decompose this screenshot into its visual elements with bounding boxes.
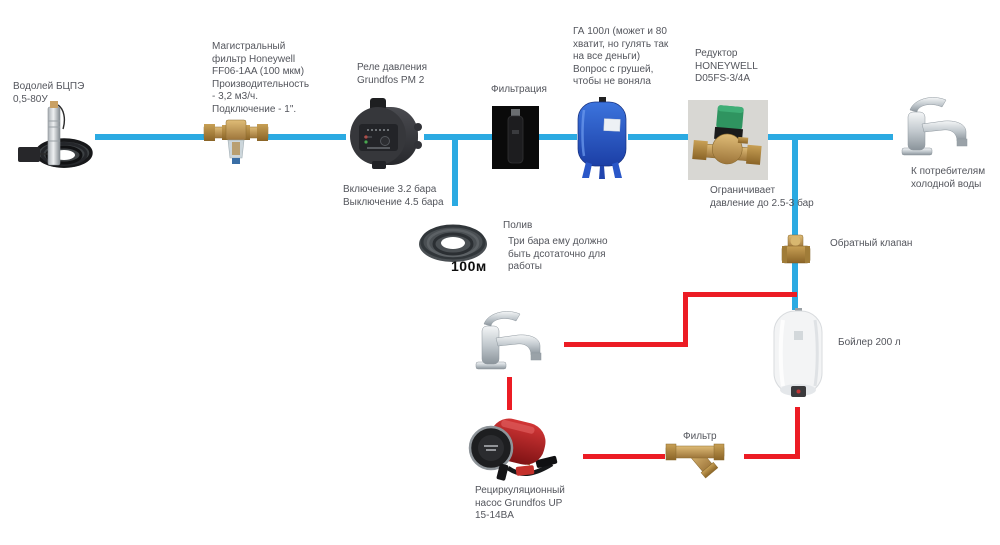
hot-filter-label: Фильтр: [683, 431, 717, 442]
filtration-unit-icon: [492, 106, 539, 169]
cold-pipe-irrigation-branch: [452, 134, 458, 206]
cold-pipe-main-3: [424, 134, 494, 140]
reducer-note: Ограничивает давление до 2.5-3 бар: [710, 185, 814, 209]
accumulator-tank-icon: [577, 97, 627, 179]
cold-pipe-to-check-valve: [792, 137, 798, 236]
well-pump-label: Водолей БЦПЭ 0,5-80У: [13, 81, 85, 105]
cold-pipe-main-5: [628, 134, 690, 140]
check-valve-icon: [781, 234, 811, 264]
main-filter-icon: [203, 119, 269, 164]
check-valve-label: Обратный клапан: [830, 238, 913, 249]
main-filter-label: Магистральный фильтр Honeywell FF06-1AA …: [212, 41, 310, 115]
hose-coil-icon: [419, 224, 487, 262]
pressure-relay-icon: [350, 98, 422, 169]
irrigation-note: Три бара ему должно быть дсотаточно для …: [508, 236, 608, 272]
pressure-relay-label: Реле давления Grundfos PM 2: [357, 62, 428, 86]
cold-pipe-main-4: [537, 134, 577, 140]
hot-filter-icon: [665, 443, 725, 479]
hot-pipe-to-hot-tap: [564, 342, 688, 347]
reducer-label: Редуктор HONEYWELL D05FS-3/4A: [695, 48, 758, 84]
recirc-pump-label: Рециркуляционный насос Grundfos UP 15-14…: [475, 485, 565, 521]
hot-pipe-filter-to-boiler: [744, 454, 800, 459]
accumulator-label: ГА 100л (может и 80 хватит, но гулять та…: [573, 26, 669, 87]
cold-tap-icon: [901, 97, 968, 156]
hot-tap-icon: [475, 311, 542, 370]
boiler-icon: [773, 308, 823, 397]
hot-pipe-boiler-bottom: [795, 407, 800, 459]
boiler-label: Бойлер 200 л: [838, 337, 901, 348]
pressure-reducer-icon: [688, 100, 768, 180]
submersible-pump-icon: [18, 101, 93, 168]
pressure-relay-settings: Включение 3.2 бара Выключение 4.5 бара: [343, 184, 444, 208]
cold-pipe-main-2: [266, 134, 346, 140]
cold-pipe-main-6: [766, 134, 893, 140]
cold-pipe-main-1: [95, 134, 207, 140]
hot-pipe-from-boiler-top: [683, 292, 797, 297]
cold-consumers-label: К потребителям холодной воды: [911, 166, 986, 190]
hot-pipe-pump-to-filter: [583, 454, 665, 459]
filtration-label: Фильтрация: [491, 84, 547, 95]
hot-pipe-tap-to-pump: [507, 377, 512, 410]
cold-pipe-to-boiler: [792, 262, 798, 310]
recirculation-pump-icon: [468, 418, 558, 481]
hot-pipe-down-to-tap: [683, 292, 688, 347]
hose-length-label: 100м: [451, 258, 487, 274]
irrigation-label: Полив: [503, 220, 533, 231]
